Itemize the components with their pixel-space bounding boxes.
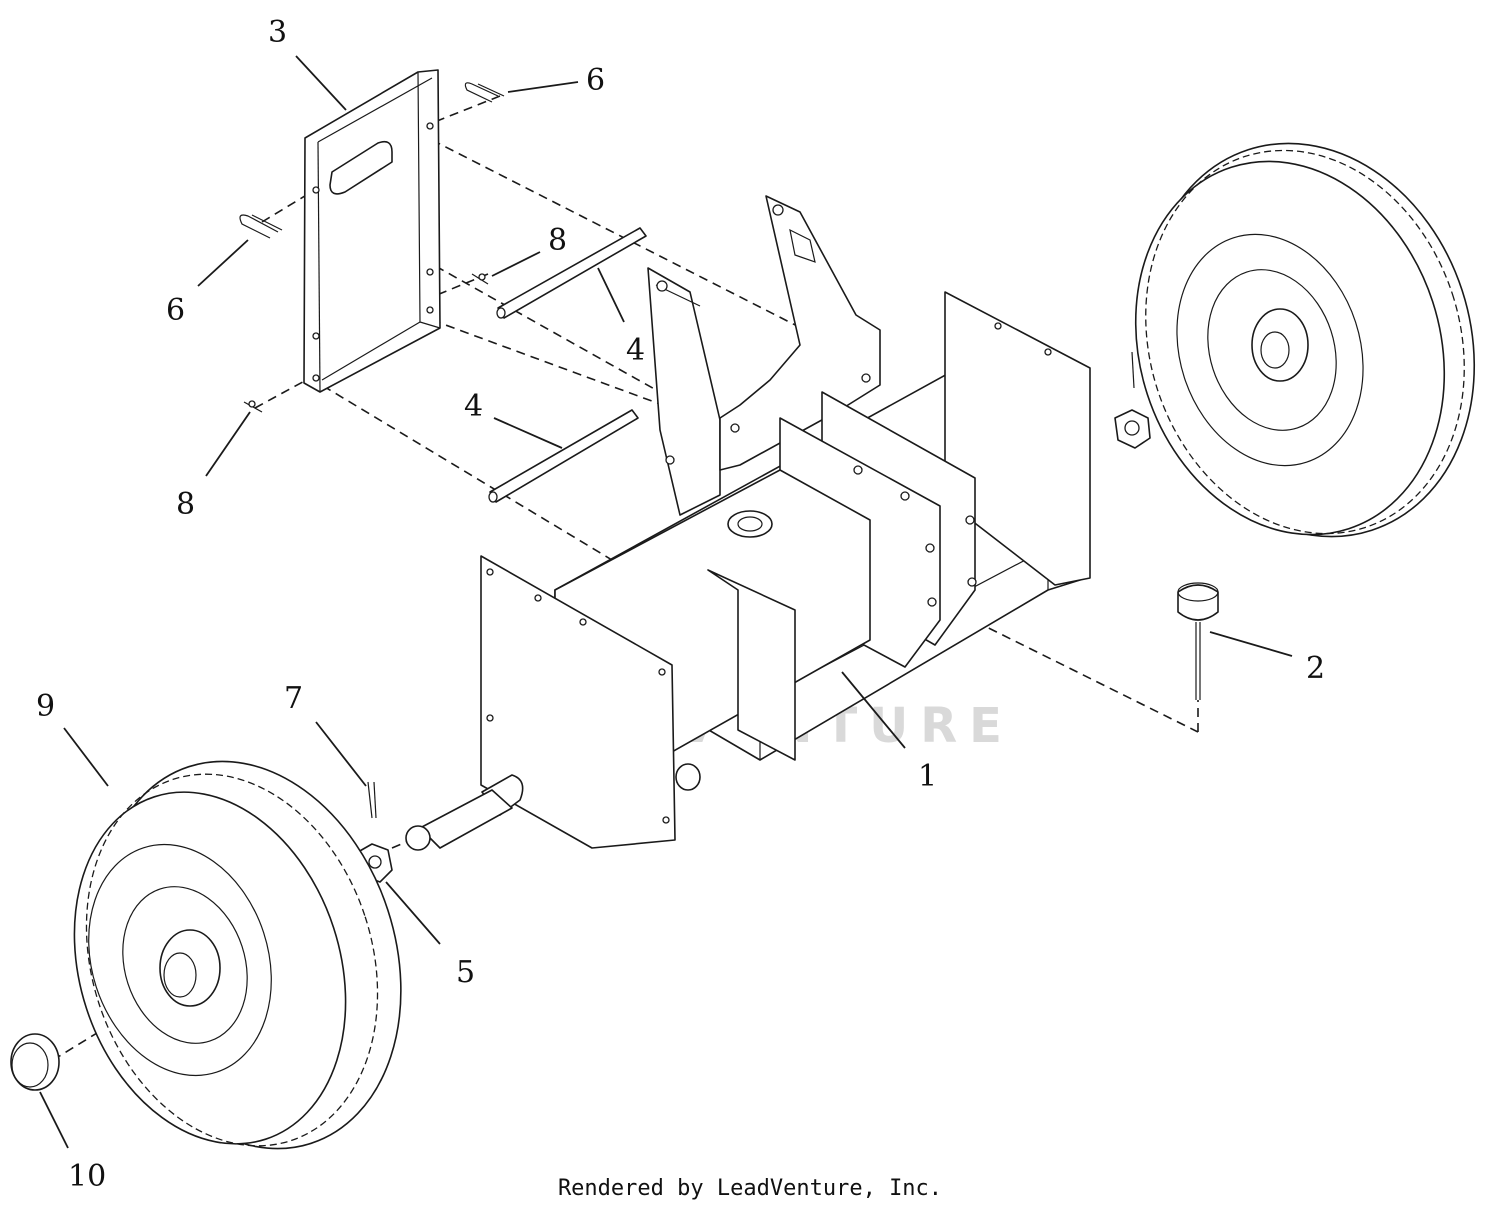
callout-3: 3 <box>268 15 287 50</box>
part-8-cotter-pin-lower <box>243 400 263 413</box>
callout-8-upper: 8 <box>548 223 567 258</box>
part-6-hair-pin-left <box>239 214 283 239</box>
callout-5: 5 <box>456 955 475 990</box>
callout-2: 2 <box>1306 651 1325 686</box>
callout-4-upper: 4 <box>626 333 645 368</box>
callout-6-left: 6 <box>166 293 185 328</box>
callout-7: 7 <box>284 681 303 716</box>
part-8-cotter-pin-upper <box>471 273 489 285</box>
part-4-rod-upper <box>496 227 647 319</box>
callout-8-lower: 8 <box>176 487 195 522</box>
part-3-handle-plate <box>303 69 441 393</box>
part-7-cotter-pin <box>367 351 1135 819</box>
part-2-hitch-pin <box>1177 582 1219 700</box>
callout-1: 1 <box>918 759 937 794</box>
callout-9: 9 <box>36 689 55 724</box>
callout-6-top: 6 <box>586 63 605 98</box>
part-6-hair-pin-top <box>464 82 505 103</box>
part-9-wheel-rear <box>1134 142 1476 538</box>
rendered-by-credit: Rendered by LeadVenture, Inc. <box>557 1176 943 1201</box>
part-4-rod-lower <box>488 409 639 503</box>
part-5-castle-nut-rear <box>1114 409 1151 449</box>
part-9-wheel-front <box>73 760 402 1150</box>
part-1-axle-frame <box>405 195 1091 851</box>
leader-lines <box>39 55 1293 1149</box>
callout-labels: 1 2 3 4 4 5 6 6 7 8 8 9 10 <box>36 15 1325 1194</box>
callout-4-lower: 4 <box>464 389 483 424</box>
callout-10: 10 <box>68 1159 106 1194</box>
part-10-hub-cap <box>10 1033 60 1091</box>
